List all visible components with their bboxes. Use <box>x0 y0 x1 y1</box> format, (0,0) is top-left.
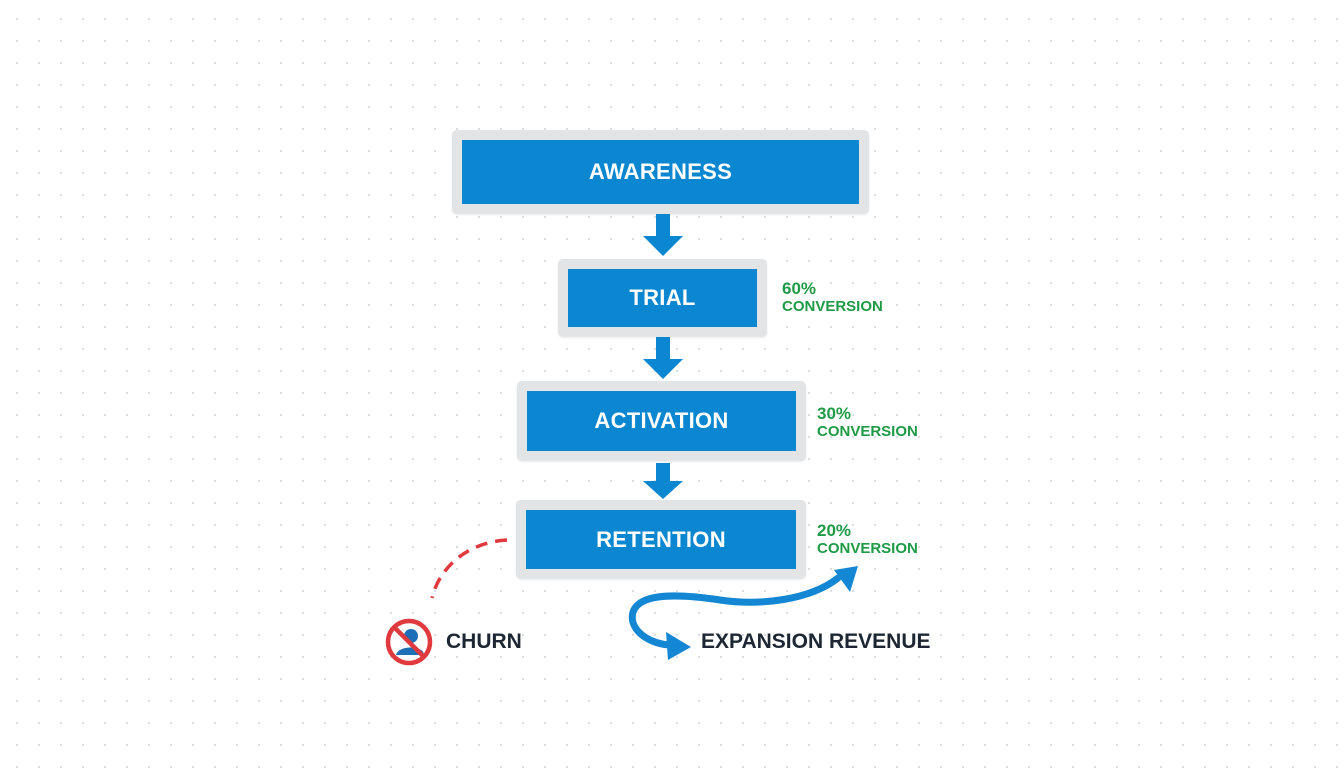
stage-activation-box: ACTIVATION <box>527 391 796 451</box>
curved-arrow-icon <box>628 566 858 660</box>
stage-awareness-label: AWARENESS <box>588 159 733 184</box>
retention-conversion-pct: 20% <box>817 521 852 540</box>
stage-trial: TRIAL <box>558 259 767 337</box>
no-user-icon <box>385 618 433 666</box>
down-arrow-icon <box>643 337 683 379</box>
down-arrow-icon <box>643 214 683 256</box>
retention-conversion-label: CONVERSION <box>817 540 918 557</box>
churn-dashed-arrow <box>430 538 508 599</box>
stage-trial-label: TRIAL <box>629 285 696 310</box>
stage-retention-box: RETENTION <box>526 510 796 569</box>
activation-conversion-pct: 30% <box>817 404 852 423</box>
stage-activation: ACTIVATION <box>517 381 806 461</box>
churn-label: CHURN <box>446 630 522 653</box>
activation-conversion-label: CONVERSION <box>817 423 918 440</box>
activation-conversion: 30% CONVERSION <box>817 405 918 439</box>
trial-conversion-label: CONVERSION <box>782 298 883 315</box>
retention-conversion: 20% CONVERSION <box>817 522 918 556</box>
expansion-revenue-label: EXPANSION REVENUE <box>701 630 931 653</box>
stage-awareness: AWARENESS <box>452 130 869 214</box>
stage-awareness-box: AWARENESS <box>462 140 859 204</box>
stage-activation-label: ACTIVATION <box>594 408 729 433</box>
stage-trial-box: TRIAL <box>568 269 757 327</box>
trial-conversion: 60% CONVERSION <box>782 280 883 314</box>
stage-retention: RETENTION <box>516 500 806 579</box>
down-arrow-icon <box>643 463 683 499</box>
trial-conversion-pct: 60% <box>782 279 817 298</box>
stage-retention-label: RETENTION <box>596 526 726 552</box>
